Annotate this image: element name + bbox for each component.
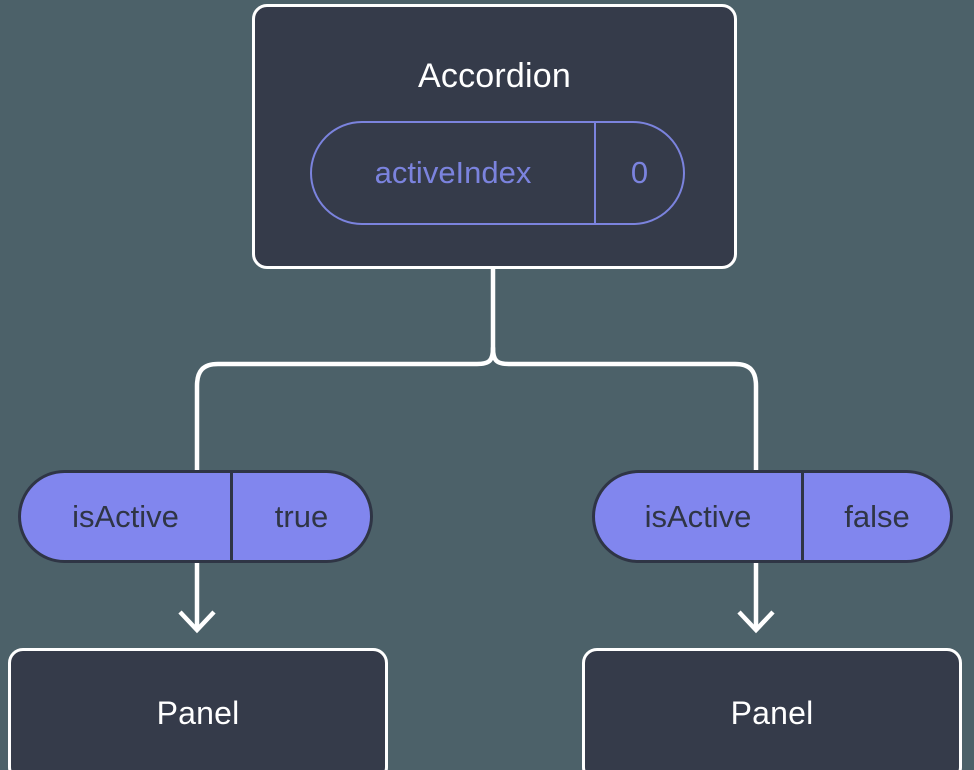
accordion-component-node[interactable]: Accordion activeIndex 0 xyxy=(252,4,737,269)
state-pill-key: activeIndex xyxy=(374,155,532,190)
state-pill-active-index[interactable]: activeIndex 0 xyxy=(310,121,685,225)
panel-right-title: Panel xyxy=(730,695,814,731)
prop-pill-is-active-true[interactable]: isActive true xyxy=(18,470,373,563)
prop-pill-value-right: false xyxy=(801,473,950,560)
panel-right-node[interactable]: Panel xyxy=(582,648,962,770)
connector-trunk-fork xyxy=(194,265,496,473)
state-pill-value: 0 xyxy=(594,123,683,223)
panel-left-node[interactable]: Panel xyxy=(8,648,388,770)
prop-pill-is-active-false[interactable]: isActive false xyxy=(592,470,953,563)
accordion-title: Accordion xyxy=(418,57,571,95)
panel-left-title: Panel xyxy=(156,695,240,731)
arrowhead-left-panel xyxy=(178,610,216,634)
prop-pill-key-left: isActive xyxy=(72,498,179,534)
connector-fork-right xyxy=(490,345,759,473)
arrowhead-right-panel xyxy=(737,610,775,634)
prop-pill-key-right: isActive xyxy=(644,498,752,534)
prop-pill-value-left: true xyxy=(230,473,370,560)
